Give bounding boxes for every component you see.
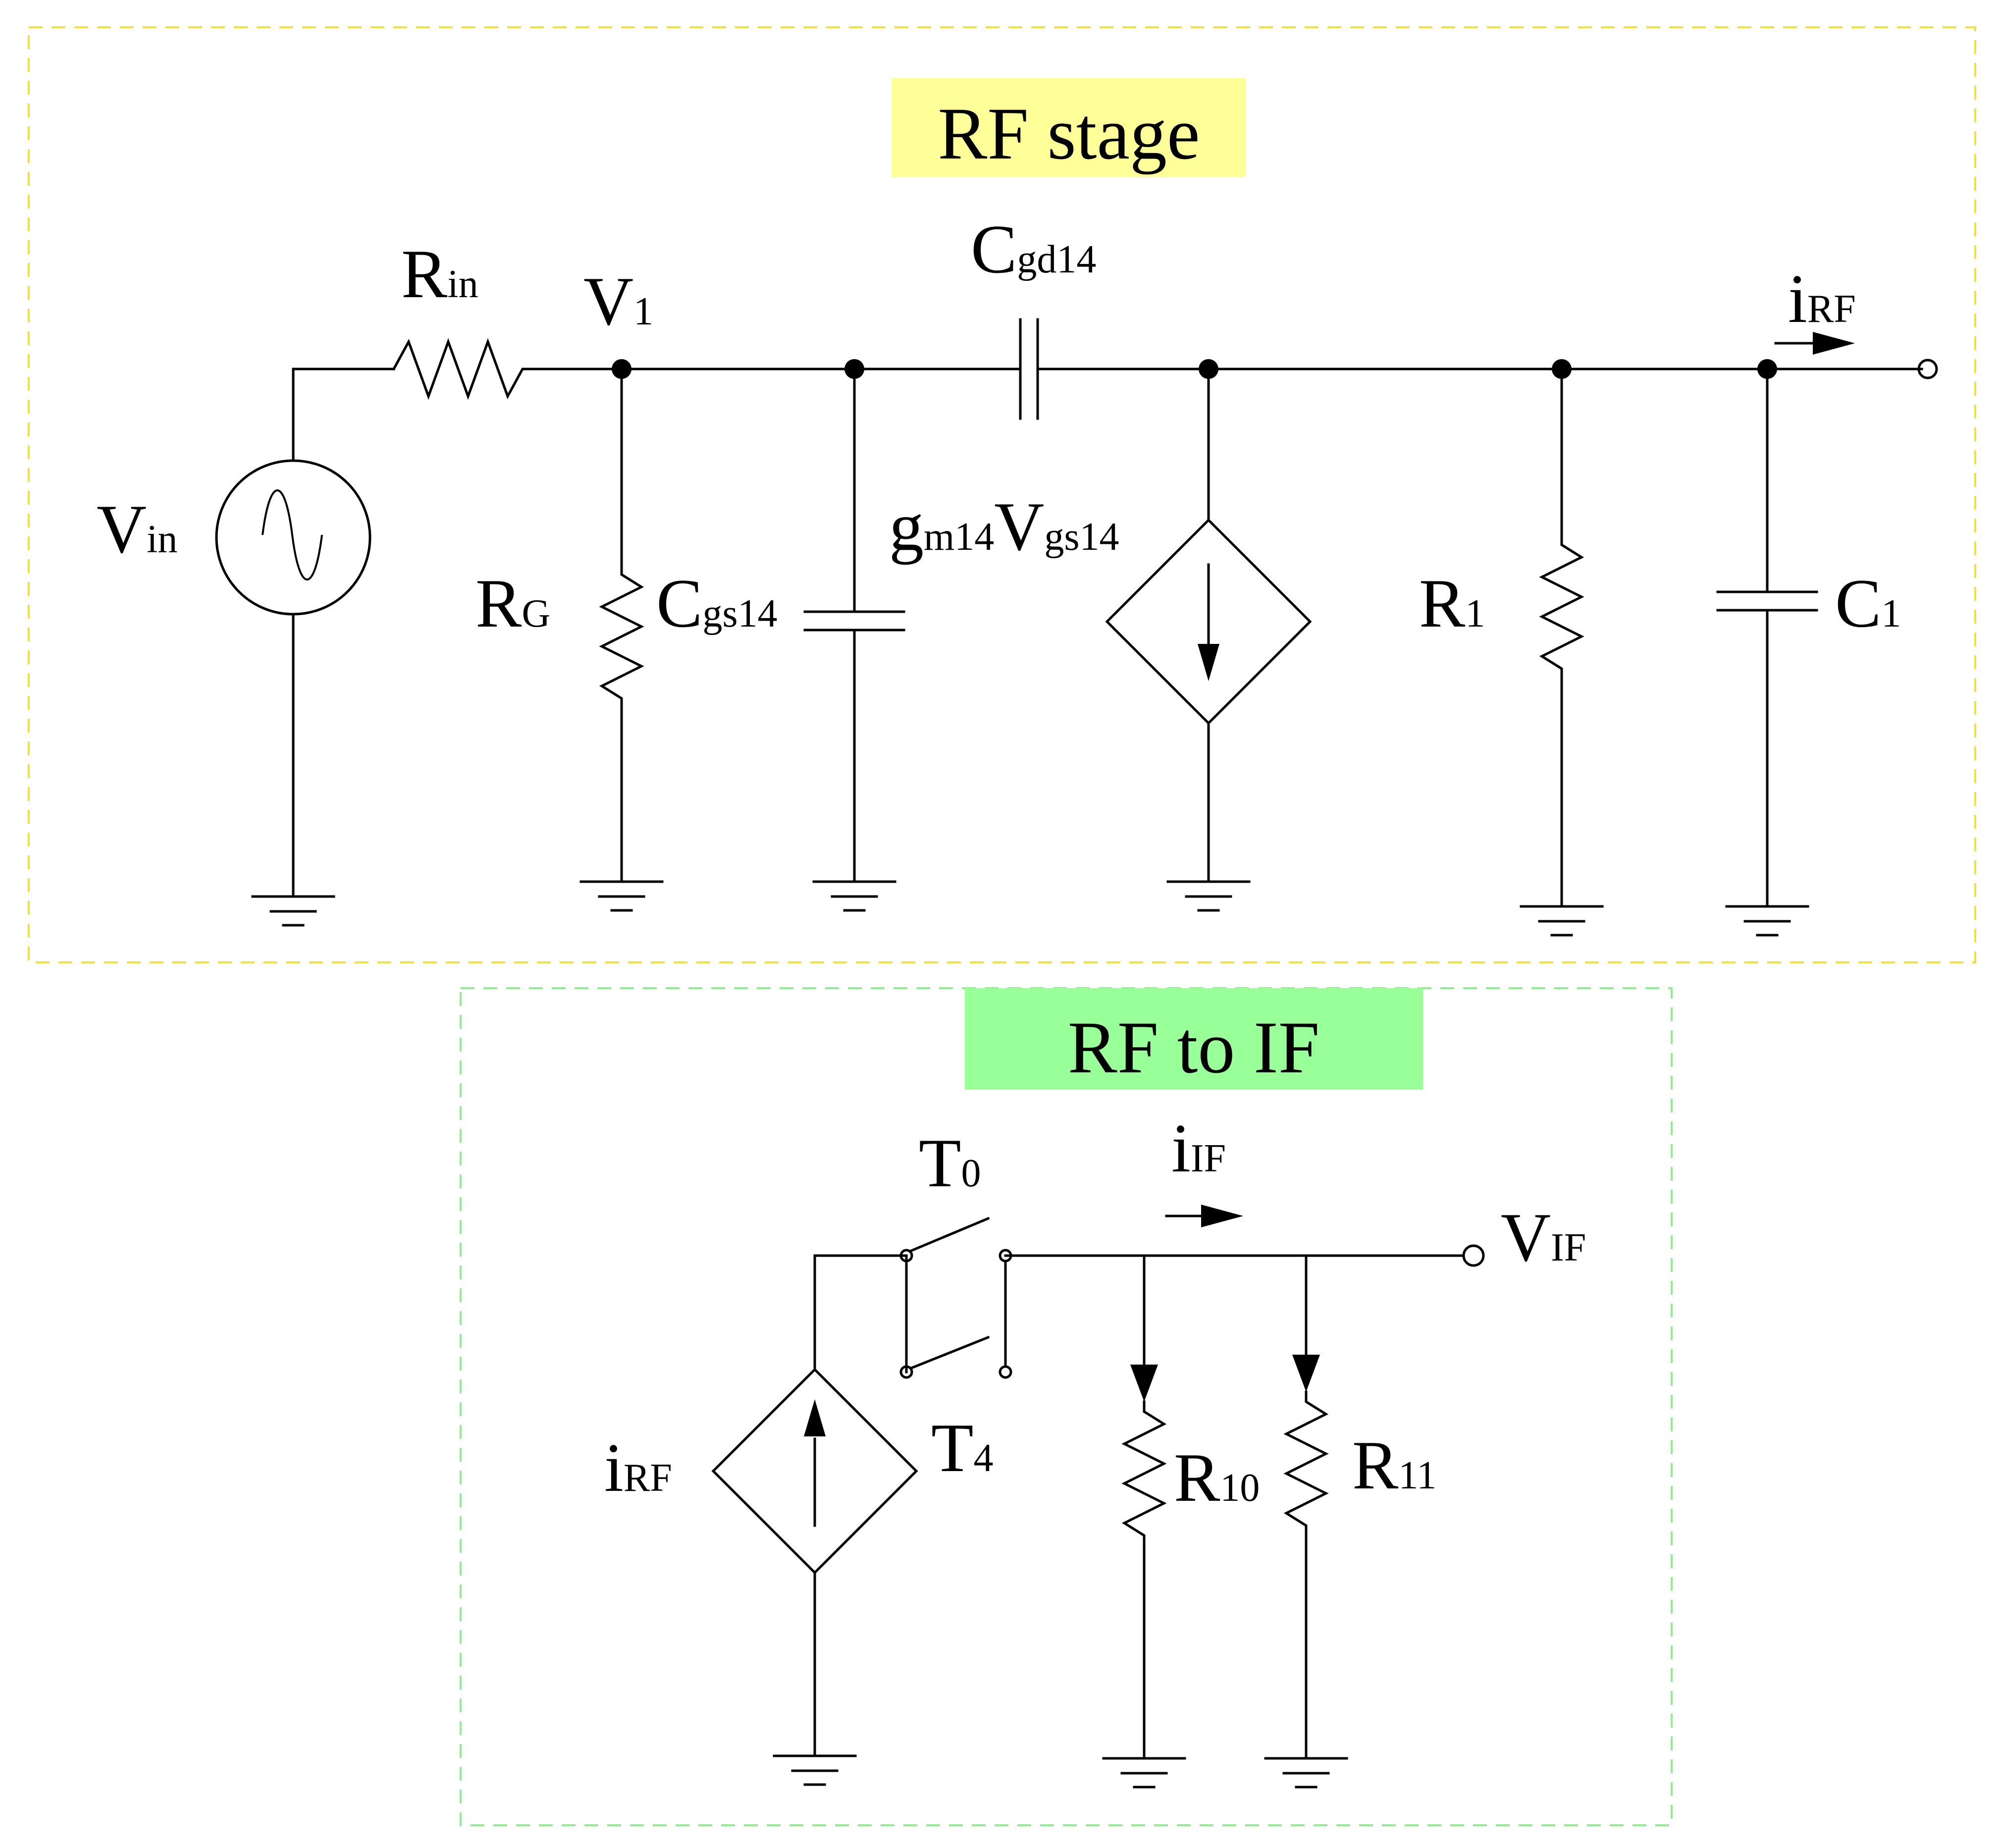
- rf-output-terminal: [1917, 359, 1938, 379]
- label-t4: T4: [931, 1410, 994, 1486]
- rf-to-if-title: RF to IF: [1068, 1006, 1320, 1089]
- label-t0: T0: [919, 1125, 981, 1202]
- ground-icon: [1264, 1757, 1348, 1789]
- rin-resistor: [392, 338, 623, 400]
- irf-src-top-wire: [813, 1254, 908, 1371]
- label-rg: RG: [475, 565, 550, 642]
- label-r10: R10: [1174, 1439, 1260, 1516]
- rf-stage-banner: [892, 78, 1246, 177]
- gm-arrow-down-icon: [1198, 644, 1219, 681]
- label-vif: VIF: [1501, 1199, 1586, 1276]
- label-r11: R11: [1352, 1427, 1436, 1504]
- ground-icon: [251, 895, 335, 927]
- t0-switch-blade: [909, 1216, 990, 1253]
- irf-src-arrow-up-icon: [804, 1399, 826, 1436]
- label-irf-out: iRF: [1788, 261, 1856, 337]
- r10-resistor: [1121, 1400, 1167, 1760]
- label-gm-vgs: gm14Vgs14: [889, 488, 1119, 565]
- sine-icon: [262, 489, 323, 581]
- t4-switch-blade: [909, 1335, 990, 1370]
- t0-left-contact: [899, 1249, 913, 1263]
- r11-arrow-down-icon: [1292, 1355, 1320, 1392]
- ground-icon: [580, 880, 664, 912]
- ground-icon: [812, 880, 896, 912]
- label-v1: V1: [583, 263, 653, 340]
- rf-to-if-frame: [460, 987, 1673, 1826]
- rf-stage-frame: [28, 26, 1976, 963]
- ground-icon: [1102, 1757, 1186, 1789]
- r1-resistor: [1539, 368, 1584, 908]
- ground-icon: [1166, 880, 1251, 912]
- ground-icon: [1520, 905, 1604, 937]
- vin-top-wire: [292, 368, 395, 460]
- rf-stage-title: RF stage: [938, 93, 1200, 175]
- rf-to-if-banner: [965, 988, 1423, 1090]
- irf-arrow-right-icon: [1813, 332, 1855, 355]
- rg-resistor: [599, 368, 644, 883]
- label-cgs14: Cgs14: [656, 565, 778, 642]
- t4-right-contact: [999, 1365, 1012, 1379]
- iif-arrow-right-icon: [1201, 1205, 1243, 1227]
- label-cgd14: Cgd14: [971, 211, 1096, 288]
- label-r1: R1: [1419, 565, 1485, 642]
- label-c1: C1: [1835, 565, 1901, 642]
- label-irf-src: iRF: [604, 1429, 672, 1506]
- vif-output-terminal: [1462, 1244, 1485, 1267]
- t4-left-contact: [899, 1365, 913, 1379]
- label-vin: Vin: [97, 491, 177, 568]
- r10-arrow-down-icon: [1130, 1365, 1158, 1402]
- ground-icon: [1725, 905, 1809, 937]
- ground-icon: [773, 1754, 857, 1786]
- label-rin: Rin: [401, 236, 478, 313]
- r11-resistor: [1283, 1390, 1329, 1760]
- label-iif: iIF: [1171, 1110, 1226, 1187]
